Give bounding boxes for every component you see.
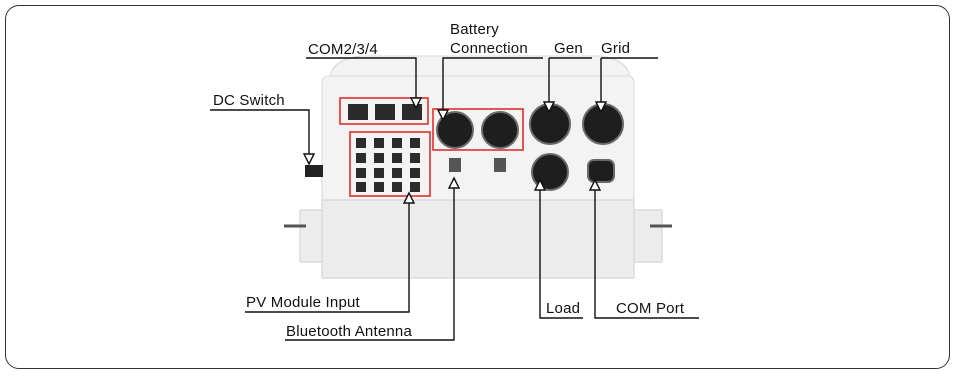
battery-port-1 <box>436 111 474 149</box>
label-gen: Gen <box>554 40 583 57</box>
dc-switch-leader <box>210 109 310 154</box>
battery-highlight <box>432 108 524 151</box>
label-grid: Grid <box>601 40 630 57</box>
pv-input-leader <box>245 203 410 313</box>
dc-switch-knob <box>305 165 323 177</box>
label-com: COM2/3/4 <box>308 41 378 58</box>
bluetooth-antenna-port <box>449 158 461 172</box>
bluetooth-leader <box>285 188 455 341</box>
com-port-arrow <box>588 178 602 191</box>
dc-switch-arrow <box>302 153 316 166</box>
load-leader <box>539 190 583 319</box>
label-battery-line2: Connection <box>450 40 528 57</box>
com-port-connector <box>587 159 615 183</box>
com-arrow <box>409 97 423 110</box>
com-leader <box>306 57 417 98</box>
device-top-cap <box>329 55 631 81</box>
com-port-3 <box>402 104 422 120</box>
grid-port <box>582 103 624 145</box>
label-pv-input: PV Module Input <box>246 294 361 311</box>
pv-input-highlight <box>349 131 431 197</box>
com-port-leader <box>594 190 699 319</box>
inverter-device <box>284 55 672 279</box>
com-port-1 <box>348 104 368 120</box>
pv-input-grid <box>356 138 420 192</box>
right-bracket <box>633 209 663 263</box>
diagram-frame <box>5 5 950 369</box>
load-arrow <box>533 178 547 191</box>
battery-leader <box>442 57 543 110</box>
device-lower-plate <box>321 199 635 279</box>
gen-arrow <box>542 101 556 114</box>
battery-port-2 <box>481 111 519 149</box>
label-load: Load <box>546 300 580 317</box>
label-com-port: COM Port <box>616 300 685 317</box>
bluetooth-arrow <box>447 176 461 189</box>
label-battery-line1: Battery <box>450 21 499 38</box>
left-bracket <box>299 209 323 263</box>
pv-input-arrow <box>402 191 416 204</box>
label-bluetooth: Bluetooth Antenna <box>286 323 412 340</box>
battery-arrow <box>436 109 450 122</box>
aux-port <box>494 158 506 172</box>
grid-arrow <box>594 101 608 114</box>
label-dc-switch: DC Switch <box>213 92 285 109</box>
com-port-2 <box>375 104 395 120</box>
com-highlight <box>339 97 429 125</box>
